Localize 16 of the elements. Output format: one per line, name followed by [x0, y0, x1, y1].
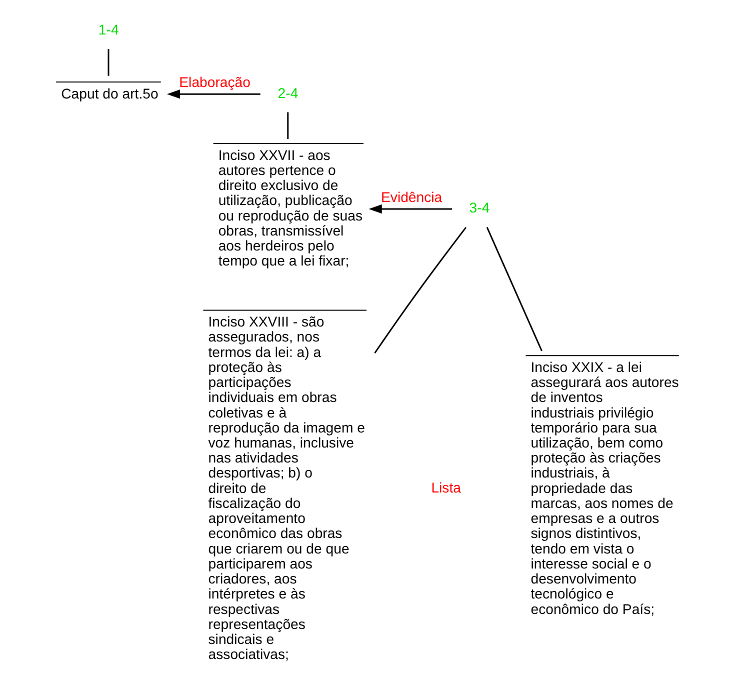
arrow	[166, 90, 260, 99]
arrow	[368, 204, 452, 214]
node-text: Inciso XXVIII - são assegurados, nos termos da lei: a) a proteção às participações individuais em obras coletivas e à reprodução da imagem e voz humanas, inclusive nas atividades desportivas; b) o direito de fiscalização do aproveitamento econômico das obras que criarem ou de que participarem aos criadores, aos intérpretes e às respectivas representações sindicais e associativas;	[208, 314, 364, 662]
node-text: 1-4	[98, 21, 118, 38]
edge-label: Elaboração	[178, 74, 250, 90]
node-text: 2-4	[277, 84, 298, 101]
node-text: 3-4	[468, 200, 490, 216]
node-text: Inciso XXIX - a lei assegurará aos autores de inventos industriais privilégio temporário para sua utilização, bem como proteção às criações industriais, à propriedade das marcas, aos nomes de empresas e a outros signos distintivos, tendo em vista o interesse social e o desenvolvimento tecnológico e econômico do País;	[530, 358, 678, 617]
node-text: Caput do art.5o	[60, 85, 158, 102]
connector	[374, 226, 466, 354]
edge-label: Evidência	[380, 189, 442, 206]
label: Lista	[430, 479, 460, 496]
connector	[107, 49, 109, 76]
node-text: Inciso XXVII - aos autores pertence o direito exclusivo de utilização, publicação ou reprodução de suas obras, transmissível aos herdeiros pelo tempo que a lei fixar;	[218, 146, 362, 269]
connector	[486, 227, 542, 352]
connector	[286, 112, 288, 140]
